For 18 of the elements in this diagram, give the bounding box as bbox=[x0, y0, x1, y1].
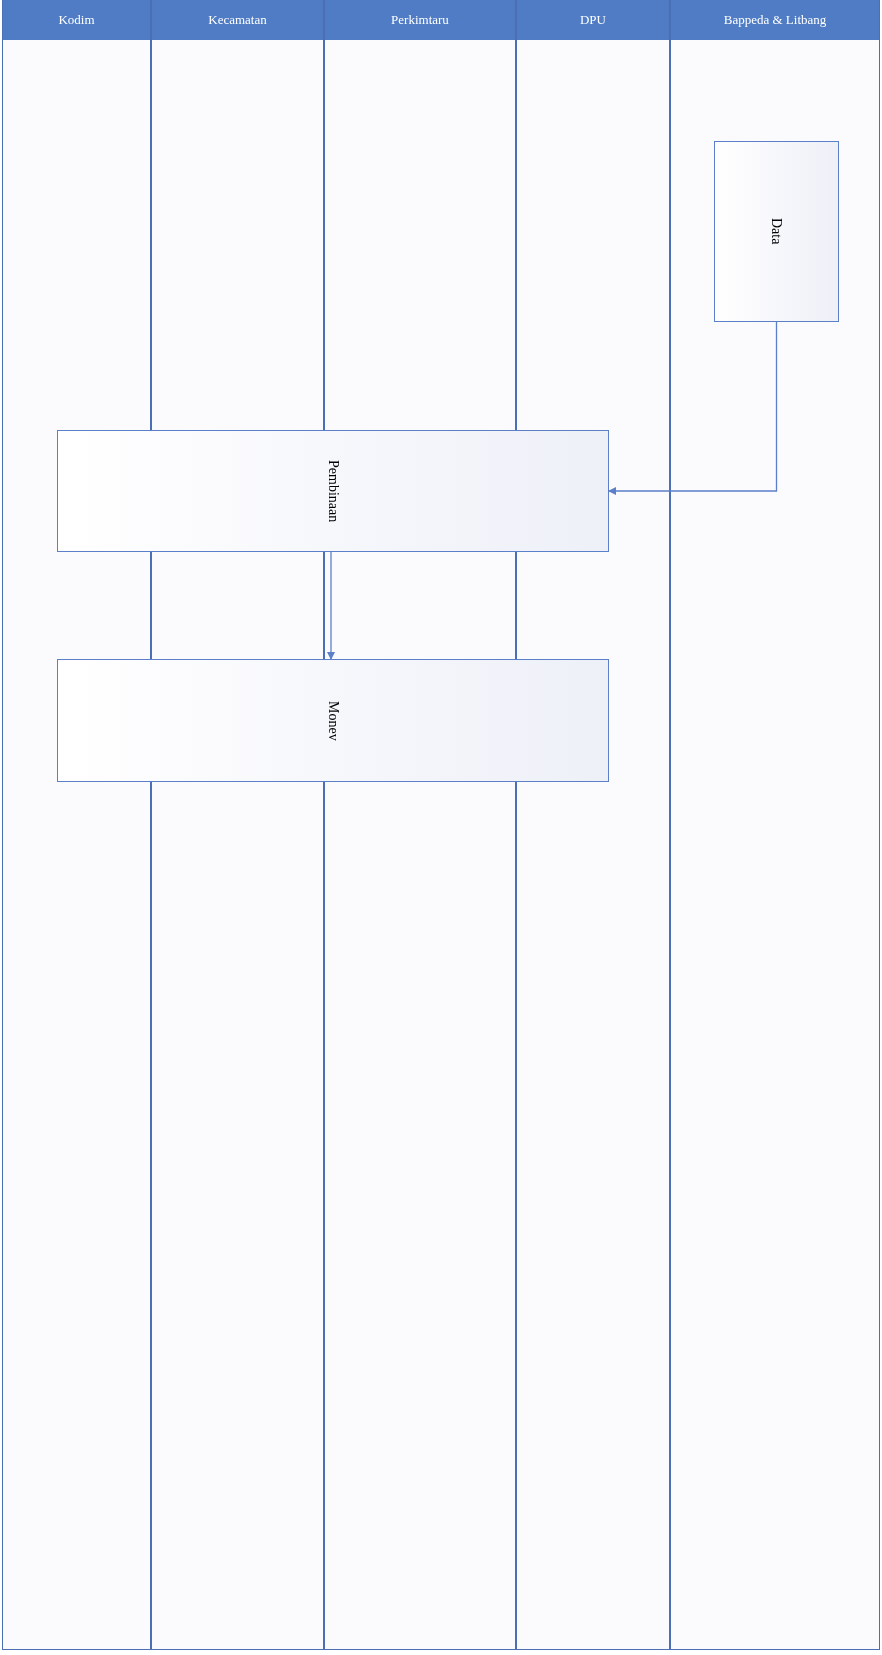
lane-title: DPU bbox=[580, 11, 606, 30]
process-label: Pembinaan bbox=[324, 459, 342, 523]
lane-title: Kodim bbox=[58, 11, 95, 30]
lane-header bbox=[3, 0, 150, 40]
process-box bbox=[57, 430, 609, 552]
lane-title: Bappeda & Litbang bbox=[723, 11, 827, 30]
process-box bbox=[57, 659, 609, 782]
lane-title: Kecamatan bbox=[208, 11, 267, 30]
process-label: Data bbox=[768, 218, 785, 245]
lane-header bbox=[152, 0, 323, 40]
arrow bbox=[327, 551, 335, 660]
lane-header bbox=[325, 0, 515, 40]
process-box bbox=[714, 141, 839, 322]
arrow bbox=[608, 321, 778, 495]
lane-header bbox=[671, 0, 879, 40]
lane-title: Perkimtaru bbox=[391, 11, 449, 30]
process-label: Monev bbox=[324, 700, 342, 741]
lane-header bbox=[517, 0, 669, 40]
